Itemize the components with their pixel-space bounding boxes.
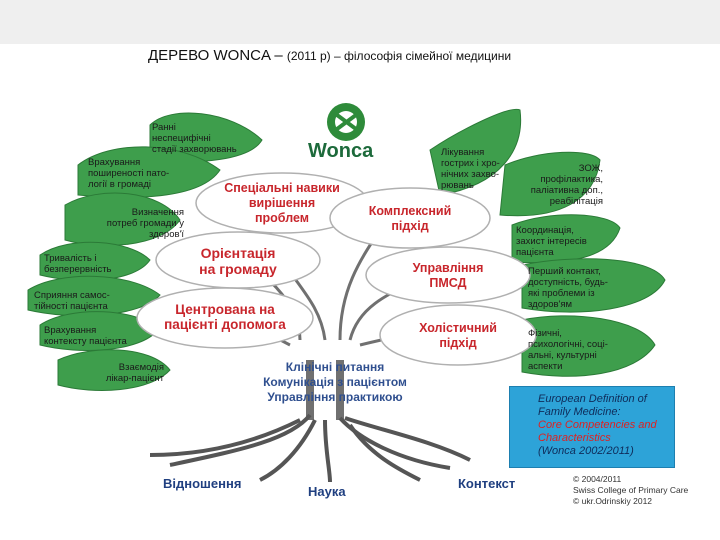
edm-info-box: European Definition of Family Medicine: … [509,386,675,468]
edm-line-5: (Wonca 2002/2011) [538,445,634,457]
slide-title: ДЕРЕВО WONCA – (2011 р) – філософія сіме… [148,47,511,64]
oval-holistic: Холістичний підхід [419,321,497,350]
leaf-acute-chronic: Лікування гострих і хро- нічних захво- р… [441,147,500,191]
leaf-coordination: Координація, захист інтересів пацієнта [516,225,587,258]
top-bar [0,0,720,44]
right-leaves [429,108,666,377]
leaf-healthy-lifestyle: ЗОЖ, профілактика, паліативна доп., реаб… [530,163,603,207]
credit-line-1: © 2004/2011 [573,474,622,484]
wonca-logo-icon [327,103,365,141]
title-subtitle: (2011 р) – філософія сімейної медицини [286,49,512,63]
leaf-community-needs: Визначення потреб громади у здоров'ї [106,207,184,240]
root-label-context: Контекст [458,476,516,491]
credit-line-3: © ukr.Odrinskiy 2012 [573,496,653,506]
oval-comprehensive: Комплексний підхід [368,204,452,233]
leaf-early-stages: Ранні неспецифічні стадії захворювань [152,122,237,155]
tree-ovals [136,172,537,366]
credit-line-2: Swiss College of Primary Care [573,485,689,495]
leaf-prevalence: Врахування поширеності пато- логії в гро… [88,157,170,190]
wonca-logo-text: Wonca [308,140,374,162]
leaf-holistic-aspects: Фізичні, психологічні, соці- альні, куль… [528,328,608,372]
title-main: ДЕРЕВО WONCA – [148,47,287,64]
left-leaves [27,112,263,391]
edm-line-3: Core Competencies and [538,419,657,431]
trunk-clinical: Клінічні питання [285,360,385,374]
edm-line-2: Family Medicine: [538,406,621,418]
trunk-communication: Комунікація з пацієнтом [263,375,407,389]
root-label-science: Наука [308,484,346,499]
root-label-attitude: Відношення [163,476,242,491]
leaf-self-reliance: Сприяння самос- тійності пацієнта [34,290,110,312]
leaf-patient-context: Врахування контексту пацієнта [44,325,127,347]
leaf-continuity: Тривалість і безперервність [44,253,112,275]
oval-pmsd-management: Управління ПМСД [412,261,484,290]
copyright-credit: © 2004/2011 Swiss College of Primary Car… [573,474,688,507]
leaf-doctor-patient: Взаємодія лікар-пацієнт [105,362,164,384]
oval-patient-centered: Центрована на пацієнті допомога [164,302,286,332]
trunk-practice-management: Управління практикою [267,390,403,404]
leaf-first-contact: Перший контакт, доступність, будь- які п… [528,266,608,310]
trunk-text: Клінічні питання Комунікація з пацієнтом… [245,360,425,405]
tree-roots [149,413,471,483]
edm-line-4: Characteristics [538,432,611,444]
edm-line-1: European Definition of [538,393,647,405]
oval-community-orientation: Орієнтація на громаду [199,245,277,277]
oval-problem-solving: Спеціальні навики вирішення проблем [224,181,340,225]
